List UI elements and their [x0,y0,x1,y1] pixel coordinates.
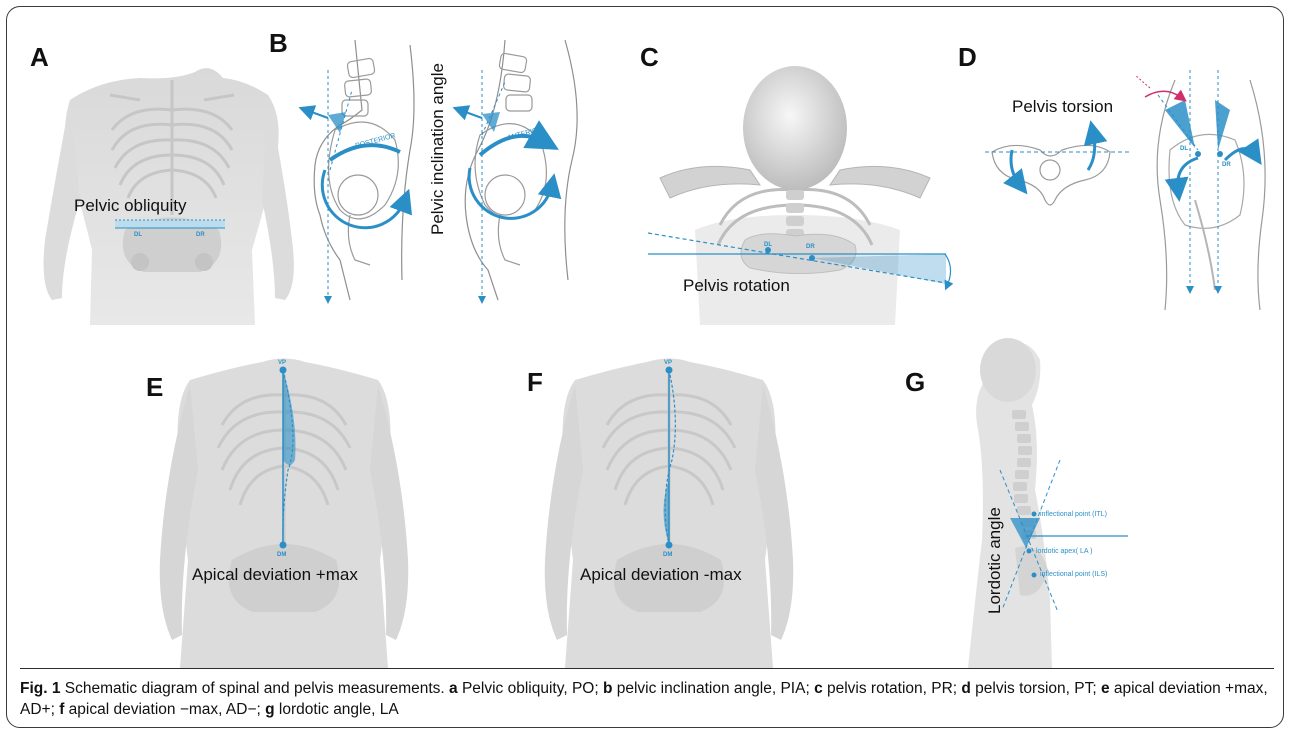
panel-label-b: B [269,28,288,58]
caption-key-g: g [265,701,274,718]
panel-c: C DL DR Pelvis rotation [640,42,951,325]
caption-key-d: d [961,680,970,697]
figure-illustration: A DL DR Pelvic obliquity B [0,0,1292,670]
panel-label-a: A [30,42,49,72]
pelvis-lateral-posterior: POSTERIOR [306,40,414,300]
caption-text-d: pelvis torsion, PT; [971,680,1101,697]
label-pelvic-obliquity: Pelvic obliquity [74,196,187,215]
caption-key-c: c [814,680,823,697]
pelvis-top-view [992,145,1110,205]
figure-caption: Fig. 1 Schematic diagram of spinal and p… [20,678,1276,720]
label-vp-f: VP [664,360,672,366]
caption-text-b: pelvic inclination angle, PIA; [612,680,814,697]
label-la: lordotic apex( LA ) [1036,548,1092,555]
label-dr-a: DR [196,232,205,238]
label-lordotic-angle: Lordotic angle [985,507,1004,614]
label-pelvis-rotation: Pelvis rotation [683,276,790,295]
caption-title: Schematic diagram of spinal and pelvis m… [60,680,449,697]
caption-divider [20,668,1274,669]
panel-f: F VP DM Apical deviation -max [527,359,793,669]
pelvis-lateral-anterior: ANTERIOR [460,40,577,300]
label-pelvic-inclination-angle: Pelvic inclination angle [428,63,447,235]
panel-label-f: F [527,367,543,397]
caption-key-a: a [449,680,458,697]
panel-label-e: E [146,372,163,402]
label-apical-deviation-minus: Apical deviation -max [580,565,742,584]
caption-text-f: apical deviation −max, AD−; [64,701,265,718]
label-dm-e: DM [277,552,286,558]
caption-fig-label: Fig. 1 [20,680,60,697]
label-itl: inflectional point (ITL) [1040,511,1107,518]
panel-label-g: G [905,367,925,397]
panel-b: B POSTERIOR Pelvic inclination angle [269,28,577,300]
label-dl-d: DL [1180,146,1188,152]
caption-text-c: pelvis rotation, PR; [823,680,962,697]
panel-g: G inflectional po [905,338,1128,668]
label-apical-deviation-plus: Apical deviation +max [192,565,358,584]
caption-key-e: e [1101,680,1110,697]
panel-label-d: D [958,42,977,72]
label-dr-d: DR [1222,162,1231,168]
caption-text-g: lordotic angle, LA [275,701,399,718]
label-ils: inflectional point (ILS) [1040,571,1107,578]
label-dl-c: DL [764,242,772,248]
panel-d: D Pelvis torsion DL DR [958,42,1265,310]
caption-text-a: Pelvic obliquity, PO; [458,680,603,697]
panel-label-c: C [640,42,659,72]
label-vp-e: VP [278,360,286,366]
side-figure-g [968,338,1052,668]
label-dl-a: DL [134,232,142,238]
label-dr-c: DR [806,244,815,250]
label-pelvis-torsion: Pelvis torsion [1012,97,1113,116]
label-dm-f: DM [663,552,672,558]
panel-e: E VP DM Apical deviation +max [146,359,408,669]
panel-a: A DL DR Pelvic obliquity [30,42,294,325]
